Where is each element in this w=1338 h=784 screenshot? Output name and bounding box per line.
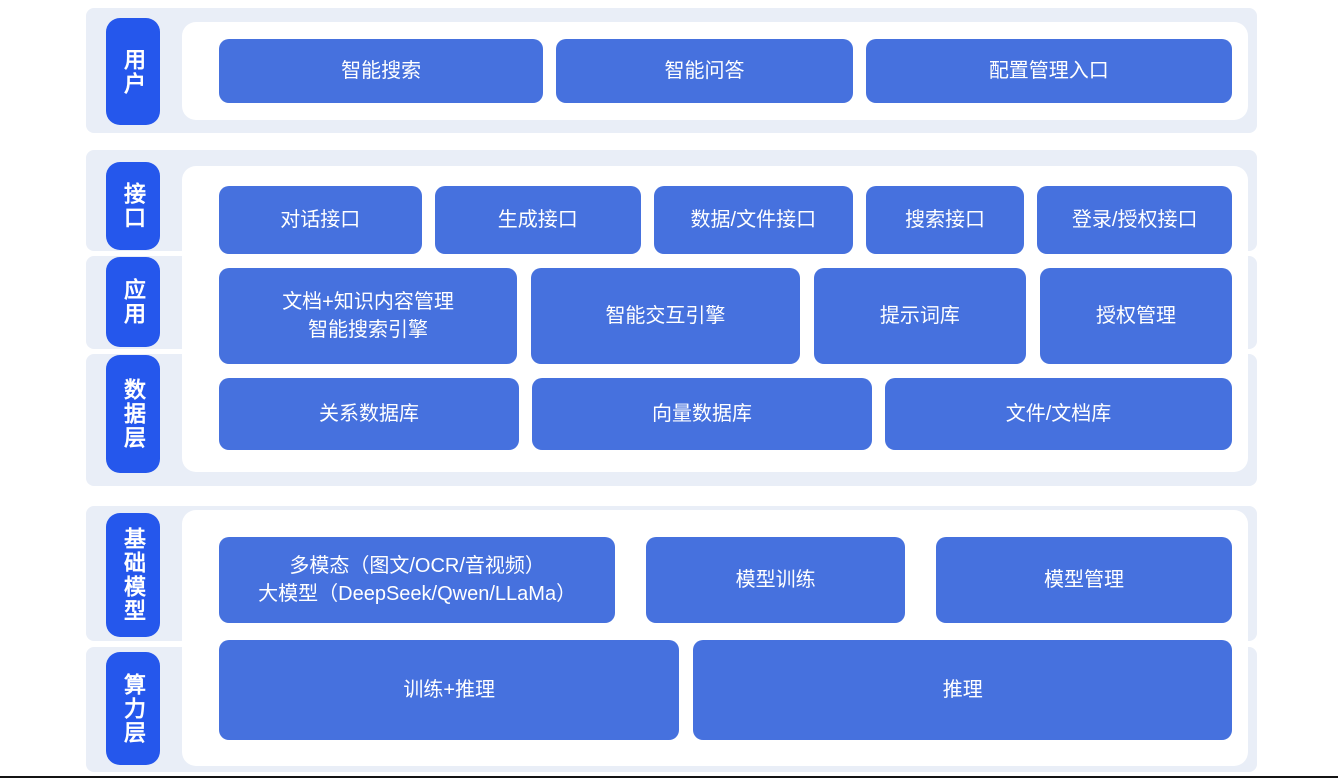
box-file-document-store: 文件/文档库 <box>885 378 1232 450</box>
pill-interface-layer-label: 接口 <box>121 182 146 230</box>
pill-data-layer-label: 数据层 <box>121 378 146 450</box>
box-intelligent-search-label: 智能搜索 <box>341 60 422 82</box>
box-vector-database: 向量数据库 <box>532 378 872 450</box>
box-login-auth-api: 登录/授权接口 <box>1037 186 1232 254</box>
box-config-management-entry: 配置管理入口 <box>865 39 1232 103</box>
pill-compute-layer: 算力层 <box>106 652 160 765</box>
box-model-management: 模型管理 <box>936 537 1232 623</box>
box-relational-database-label: 关系数据库 <box>319 403 419 425</box>
data-row: 关系数据库 向量数据库 文件/文档库 <box>219 378 1232 450</box>
pill-data-layer: 数据层 <box>106 355 160 473</box>
pill-user-layer: 用户 <box>106 18 160 125</box>
user-layer-row: 智能搜索 智能问答 配置管理入口 <box>219 39 1232 103</box>
box-data-file-api: 数据/文件接口 <box>654 186 853 254</box>
bottom-layers-panel: 多模态（图文/OCR/音视频） 大模型（DeepSeek/Qwen/LLaMa）… <box>182 510 1248 766</box>
box-model-management-label: 模型管理 <box>1044 569 1125 591</box>
box-config-management-entry-label: 配置管理入口 <box>988 60 1109 82</box>
box-dialog-api-label: 对话接口 <box>280 209 361 231</box>
box-model-training-label: 模型训练 <box>735 569 816 591</box>
box-doc-knowledge-line1: 文档+知识内容管理 <box>282 291 454 313</box>
pill-user-layer-label: 用户 <box>121 47 146 96</box>
box-doc-knowledge-line2: 智能搜索引擎 <box>308 319 429 341</box>
box-intelligent-qa: 智能问答 <box>556 39 853 103</box>
box-dialog-api: 对话接口 <box>219 186 422 254</box>
interface-row: 对话接口 生成接口 数据/文件接口 搜索接口 登录/授权接口 <box>219 186 1232 254</box>
box-search-api: 搜索接口 <box>865 186 1025 254</box>
box-intelligent-qa-label: 智能问答 <box>664 60 745 82</box>
bottom-rule <box>0 776 1338 778</box>
pill-base-model-layer-label: 基础模型 <box>121 527 146 623</box>
box-doc-knowledge-search-engine: 文档+知识内容管理 智能搜索引擎 <box>219 268 518 364</box>
pill-interface-layer: 接口 <box>106 162 160 250</box>
box-multimodal-large-model: 多模态（图文/OCR/音视频） 大模型（DeepSeek/Qwen/LLaMa） <box>219 537 616 623</box>
box-intelligent-interaction-engine-label: 智能交互引擎 <box>605 305 726 327</box>
box-relational-database: 关系数据库 <box>219 378 519 450</box>
middle-layers-panel: 对话接口 生成接口 数据/文件接口 搜索接口 登录/授权接口 文档+知识内容管理… <box>182 166 1248 472</box>
box-intelligent-search: 智能搜索 <box>219 39 544 103</box>
box-prompt-library-label: 提示词库 <box>879 305 960 327</box>
box-authorization-management-label: 授权管理 <box>1096 305 1176 327</box>
pill-base-model-layer: 基础模型 <box>106 513 160 637</box>
box-search-api-label: 搜索接口 <box>905 209 985 231</box>
box-intelligent-interaction-engine: 智能交互引擎 <box>531 268 800 364</box>
box-generation-api-label: 生成接口 <box>497 209 578 231</box>
box-multimodal-line2: 大模型（DeepSeek/Qwen/LLaMa） <box>258 583 577 605</box>
box-prompt-library: 提示词库 <box>813 268 1027 364</box>
box-login-auth-api-label: 登录/授权接口 <box>1071 209 1198 231</box>
box-authorization-management: 授权管理 <box>1040 268 1232 364</box>
application-row: 文档+知识内容管理 智能搜索引擎 智能交互引擎 提示词库 授权管理 <box>219 268 1232 364</box>
box-training-plus-inference: 训练+推理 <box>219 640 680 740</box>
box-inference-label: 推理 <box>942 679 983 701</box>
box-generation-api: 生成接口 <box>434 186 642 254</box>
box-file-document-store-label: 文件/文档库 <box>1005 403 1112 425</box>
pill-compute-layer-label: 算力层 <box>121 672 146 745</box>
box-data-file-api-label: 数据/文件接口 <box>690 209 817 231</box>
box-training-plus-inference-label: 训练+推理 <box>403 679 496 701</box>
user-layer-panel: 智能搜索 智能问答 配置管理入口 <box>182 22 1248 120</box>
box-model-training: 模型训练 <box>646 537 906 623</box>
box-multimodal-line1: 多模态（图文/OCR/音视频） <box>289 555 545 577</box>
compute-row: 训练+推理 推理 <box>219 640 1232 740</box>
base-model-row: 多模态（图文/OCR/音视频） 大模型（DeepSeek/Qwen/LLaMa）… <box>219 537 1232 623</box>
pill-application-layer: 应用 <box>106 257 160 347</box>
pill-application-layer-label: 应用 <box>121 278 146 326</box>
box-vector-database-label: 向量数据库 <box>652 403 752 425</box>
box-inference: 推理 <box>693 640 1232 740</box>
